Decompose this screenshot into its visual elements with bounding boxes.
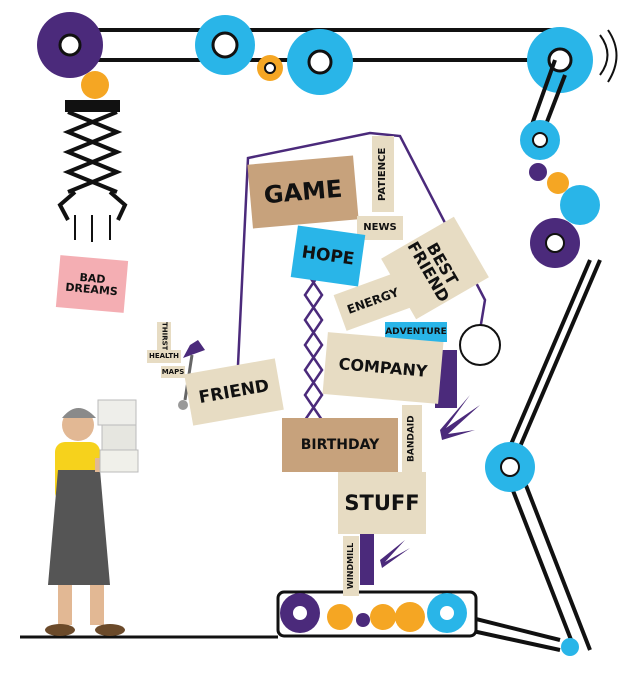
label-company: COMPANY	[322, 332, 444, 404]
claw-icon	[57, 71, 128, 242]
label-maps: MAPS	[161, 366, 185, 378]
purple-bar	[360, 530, 374, 585]
gear-icon	[530, 218, 580, 268]
base-platform	[20, 590, 478, 639]
gear-icon	[195, 15, 255, 75]
pulley-icon	[459, 324, 501, 366]
gear-icon	[287, 29, 353, 95]
gear-icon	[520, 120, 560, 160]
label-bandaid: BANDAID	[402, 405, 422, 473]
label-health: HEALTH	[147, 350, 181, 363]
label-thirst: THIRST	[157, 322, 171, 350]
person-image	[45, 399, 139, 636]
gear-icon	[485, 442, 535, 492]
gear-icon	[257, 55, 283, 81]
label-game: GAME	[247, 155, 359, 229]
label-windmill: WINDMILL	[343, 536, 359, 596]
frame-line	[236, 131, 487, 366]
label-stuff: STUFF	[338, 472, 426, 534]
gear-icon	[561, 638, 579, 656]
label-hope: HOPE	[290, 225, 366, 287]
gear-icon	[37, 12, 103, 78]
label-bad-dreams: BAD DREAMS	[55, 255, 129, 313]
plant-icon	[380, 395, 480, 568]
label-birthday: BIRTHDAY	[282, 418, 398, 472]
scissor-spring	[303, 269, 324, 421]
label-adventure: ADVENTURE	[385, 322, 447, 342]
lamp-icon	[178, 340, 205, 410]
label-patience: PATIENCE	[372, 136, 394, 212]
gear-icon	[529, 163, 600, 225]
